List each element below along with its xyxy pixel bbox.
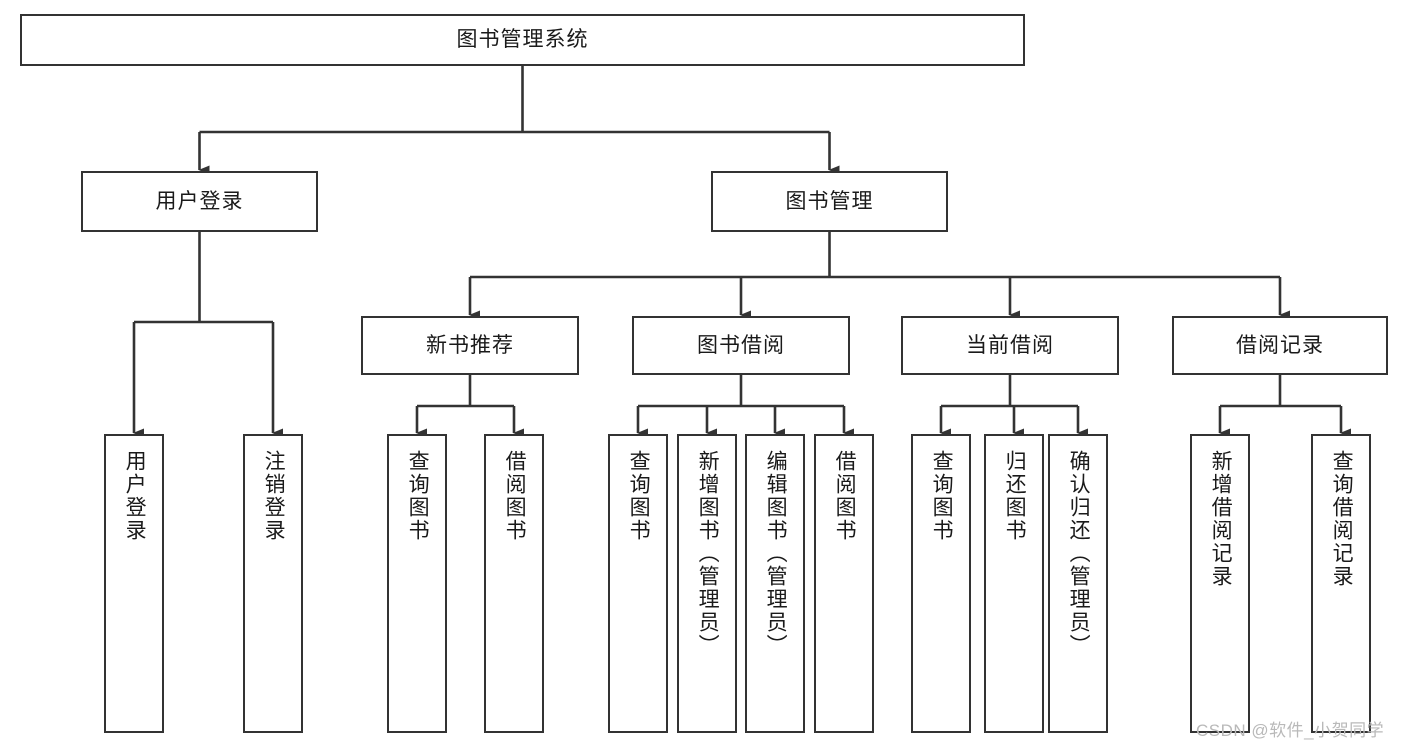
leaf-edit-book[interactable]: 编辑图书（管理员）	[745, 434, 805, 733]
edge-layer	[132, 66, 1351, 438]
node-label: 当前借阅	[966, 333, 1054, 357]
leaf-borrow-book-1[interactable]: 借阅图书	[484, 434, 544, 733]
node-label: 图书管理	[785, 189, 874, 213]
node-book-borrow[interactable]: 图书借阅	[632, 316, 850, 375]
leaf-query-book-1[interactable]: 查询图书	[387, 434, 447, 733]
node-new-book-recommend[interactable]: 新书推荐	[361, 316, 579, 375]
node-label: 用户登录	[155, 189, 244, 213]
node-label: 查询图书	[406, 450, 430, 542]
node-user-login[interactable]: 用户登录	[81, 171, 318, 232]
leaf-logout[interactable]: 注销登录	[243, 434, 303, 733]
node-label: 查询借阅记录	[1330, 450, 1354, 588]
leaf-borrow-book-2[interactable]: 借阅图书	[814, 434, 874, 733]
node-label: 注销登录	[262, 450, 286, 542]
leaf-return-book[interactable]: 归还图书	[984, 434, 1044, 733]
node-label: 新增借阅记录	[1209, 450, 1233, 588]
leaf-user-login[interactable]: 用户登录	[104, 434, 164, 733]
leaf-add-record[interactable]: 新增借阅记录	[1190, 434, 1250, 733]
node-label: 确认归还（管理员）	[1067, 450, 1091, 657]
node-book-manage[interactable]: 图书管理	[711, 171, 948, 232]
node-label: 编辑图书（管理员）	[764, 450, 788, 657]
node-label: 图书借阅	[697, 333, 785, 357]
node-label: 借阅图书	[833, 450, 857, 542]
leaf-query-record[interactable]: 查询借阅记录	[1311, 434, 1371, 733]
leaf-query-book-2[interactable]: 查询图书	[608, 434, 668, 733]
leaf-confirm-return[interactable]: 确认归还（管理员）	[1048, 434, 1108, 733]
leaf-query-book-3[interactable]: 查询图书	[911, 434, 971, 733]
node-label: 借阅记录	[1236, 333, 1324, 357]
node-borrow-record[interactable]: 借阅记录	[1172, 316, 1388, 375]
node-label: 归还图书	[1003, 450, 1027, 542]
node-label: 新增图书（管理员）	[696, 450, 720, 657]
node-label: 查询图书	[627, 450, 651, 542]
node-label: 借阅图书	[503, 450, 527, 542]
node-root[interactable]: 图书管理系统	[20, 14, 1025, 66]
node-label: 查询图书	[930, 450, 954, 542]
node-label: 图书管理系统	[456, 28, 589, 52]
node-current-borrow[interactable]: 当前借阅	[901, 316, 1119, 375]
node-label: 新书推荐	[426, 333, 514, 357]
node-label: 用户登录	[123, 450, 147, 542]
leaf-add-book[interactable]: 新增图书（管理员）	[677, 434, 737, 733]
